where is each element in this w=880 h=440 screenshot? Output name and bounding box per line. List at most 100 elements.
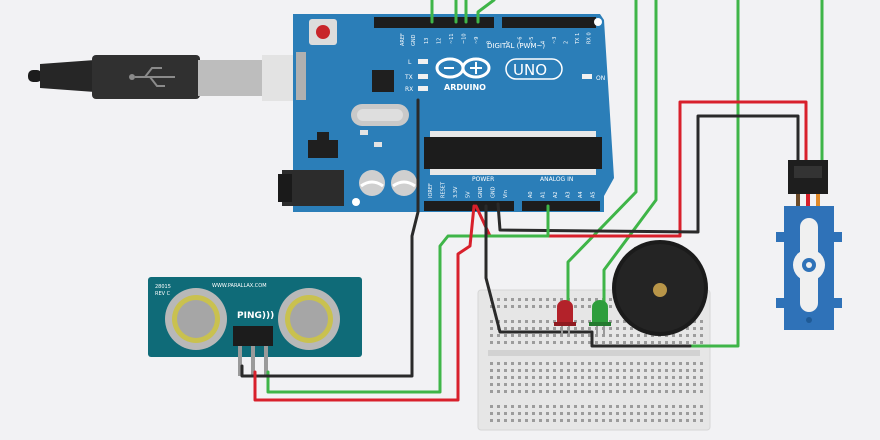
breadboard-hole[interactable]: [609, 362, 612, 365]
breadboard-hole[interactable]: [693, 362, 696, 365]
breadboard-hole[interactable]: [490, 405, 493, 408]
breadboard-hole[interactable]: [539, 362, 542, 365]
breadboard-hole[interactable]: [511, 320, 514, 323]
breadboard-hole[interactable]: [602, 412, 605, 415]
breadboard-hole[interactable]: [504, 362, 507, 365]
breadboard-hole[interactable]: [539, 383, 542, 386]
breadboard-hole[interactable]: [672, 412, 675, 415]
breadboard-hole[interactable]: [553, 405, 556, 408]
breadboard-hole[interactable]: [672, 334, 675, 337]
breadboard-hole[interactable]: [623, 341, 626, 344]
breadboard-hole[interactable]: [490, 341, 493, 344]
breadboard-hole[interactable]: [602, 405, 605, 408]
breadboard-hole[interactable]: [511, 383, 514, 386]
breadboard-hole[interactable]: [497, 298, 500, 301]
breadboard-hole[interactable]: [637, 390, 640, 393]
breadboard-hole[interactable]: [490, 419, 493, 422]
breadboard-hole[interactable]: [609, 390, 612, 393]
breadboard-hole[interactable]: [665, 419, 668, 422]
breadboard-hole[interactable]: [630, 390, 633, 393]
breadboard-hole[interactable]: [525, 320, 528, 323]
breadboard-hole[interactable]: [532, 405, 535, 408]
breadboard-hole[interactable]: [672, 376, 675, 379]
breadboard-hole[interactable]: [665, 405, 668, 408]
breadboard-hole[interactable]: [525, 376, 528, 379]
breadboard-hole[interactable]: [581, 369, 584, 372]
breadboard-hole[interactable]: [700, 362, 703, 365]
breadboard-hole[interactable]: [588, 362, 591, 365]
breadboard-hole[interactable]: [602, 419, 605, 422]
breadboard-hole[interactable]: [497, 341, 500, 344]
breadboard-hole[interactable]: [595, 362, 598, 365]
breadboard-hole[interactable]: [511, 362, 514, 365]
breadboard-hole[interactable]: [602, 376, 605, 379]
breadboard-hole[interactable]: [644, 334, 647, 337]
breadboard-hole[interactable]: [567, 376, 570, 379]
breadboard-hole[interactable]: [588, 369, 591, 372]
breadboard-hole[interactable]: [672, 419, 675, 422]
breadboard-hole[interactable]: [665, 369, 668, 372]
wire-ground-breadboard[interactable]: [484, 204, 692, 348]
breadboard-hole[interactable]: [560, 362, 563, 365]
breadboard-hole[interactable]: [504, 320, 507, 323]
wire-servo-power[interactable]: [474, 100, 808, 238]
breadboard-hole[interactable]: [539, 405, 542, 408]
breadboard-hole[interactable]: [574, 419, 577, 422]
breadboard-hole[interactable]: [637, 412, 640, 415]
breadboard-hole[interactable]: [658, 376, 661, 379]
breadboard-hole[interactable]: [679, 362, 682, 365]
usb-cable[interactable]: [28, 55, 298, 101]
breadboard-hole[interactable]: [665, 341, 668, 344]
breadboard-hole[interactable]: [553, 412, 556, 415]
breadboard-hole[interactable]: [490, 412, 493, 415]
breadboard-hole[interactable]: [497, 376, 500, 379]
breadboard-hole[interactable]: [595, 383, 598, 386]
breadboard-hole[interactable]: [651, 334, 654, 337]
breadboard-hole[interactable]: [532, 298, 535, 301]
breadboard-hole[interactable]: [574, 405, 577, 408]
breadboard-hole[interactable]: [644, 419, 647, 422]
breadboard-hole[interactable]: [511, 298, 514, 301]
breadboard-hole[interactable]: [630, 362, 633, 365]
breadboard-hole[interactable]: [595, 369, 598, 372]
breadboard-hole[interactable]: [616, 362, 619, 365]
breadboard-hole[interactable]: [567, 383, 570, 386]
breadboard-hole[interactable]: [686, 334, 689, 337]
wire-digital-9[interactable]: [476, 0, 496, 24]
breadboard-hole[interactable]: [658, 405, 661, 408]
breadboard-hole[interactable]: [518, 327, 521, 330]
breadboard-hole[interactable]: [581, 362, 584, 365]
breadboard-hole[interactable]: [546, 320, 549, 323]
reset-button[interactable]: [309, 19, 337, 45]
breadboard-hole[interactable]: [693, 327, 696, 330]
breadboard-hole[interactable]: [658, 362, 661, 365]
breadboard-hole[interactable]: [574, 376, 577, 379]
breadboard-hole[interactable]: [518, 376, 521, 379]
breadboard-hole[interactable]: [651, 376, 654, 379]
breadboard-hole[interactable]: [672, 405, 675, 408]
breadboard-hole[interactable]: [623, 320, 626, 323]
breadboard-hole[interactable]: [595, 376, 598, 379]
breadboard-hole[interactable]: [497, 369, 500, 372]
breadboard-hole[interactable]: [553, 419, 556, 422]
breadboard-hole[interactable]: [546, 327, 549, 330]
breadboard-hole[interactable]: [700, 369, 703, 372]
breadboard-hole[interactable]: [630, 419, 633, 422]
breadboard-hole[interactable]: [602, 390, 605, 393]
breadboard-hole[interactable]: [574, 383, 577, 386]
breadboard-hole[interactable]: [532, 383, 535, 386]
breadboard-hole[interactable]: [532, 305, 535, 308]
breadboard-hole[interactable]: [637, 405, 640, 408]
breadboard-hole[interactable]: [595, 341, 598, 344]
breadboard-hole[interactable]: [504, 376, 507, 379]
breadboard-hole[interactable]: [637, 341, 640, 344]
breadboard-hole[interactable]: [581, 412, 584, 415]
breadboard-hole[interactable]: [560, 405, 563, 408]
breadboard-hole[interactable]: [560, 412, 563, 415]
breadboard-hole[interactable]: [518, 320, 521, 323]
breadboard-hole[interactable]: [532, 320, 535, 323]
breadboard-hole[interactable]: [616, 383, 619, 386]
breadboard-hole[interactable]: [644, 362, 647, 365]
breadboard-hole[interactable]: [595, 412, 598, 415]
breadboard-hole[interactable]: [686, 412, 689, 415]
